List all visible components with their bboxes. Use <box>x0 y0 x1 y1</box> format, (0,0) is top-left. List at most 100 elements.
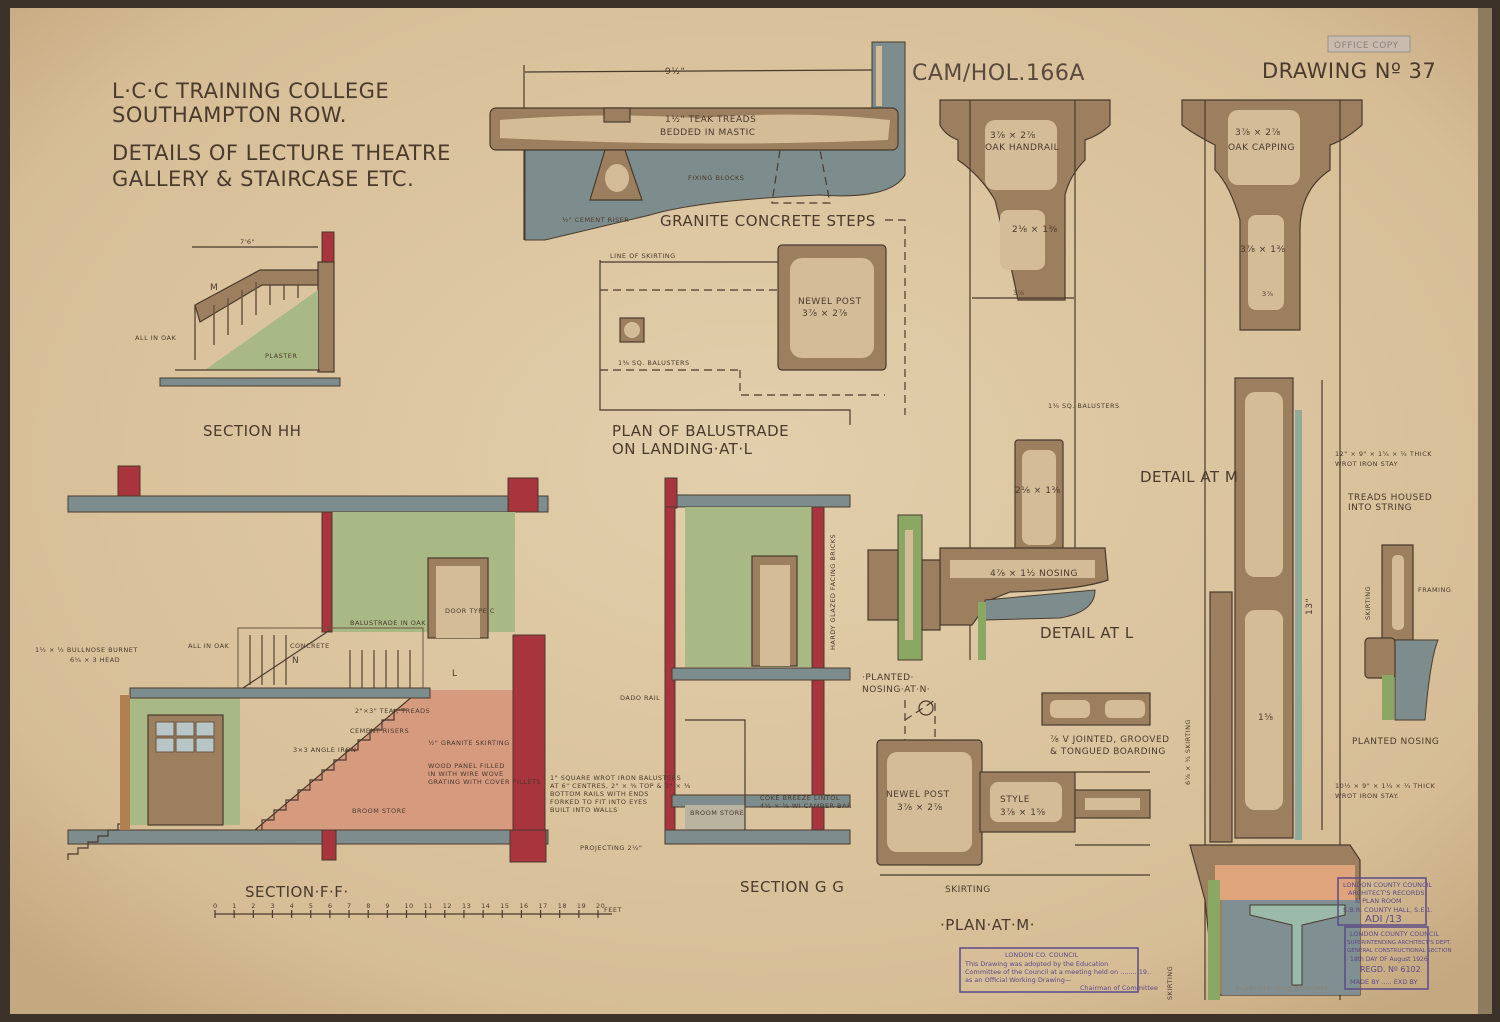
svg-text:3⅞: 3⅞ <box>1013 289 1025 297</box>
signature-caption: Superintending Architect <box>1235 984 1328 992</box>
svg-text:NEWEL POST: NEWEL POST <box>798 297 862 307</box>
svg-text:2⅛ × 1⅜: 2⅛ × 1⅜ <box>1012 225 1058 235</box>
svg-text:OAK HANDRAIL: OAK HANDRAIL <box>985 143 1059 153</box>
svg-text:3⅞ × 2⅞: 3⅞ × 2⅞ <box>990 131 1036 141</box>
svg-text:PROJECTING 2¼": PROJECTING 2¼" <box>580 844 642 852</box>
svg-text:& TONGUED BOARDING: & TONGUED BOARDING <box>1050 747 1166 757</box>
svg-text:Committee of the Council at a: Committee of the Council at a meeting he… <box>965 968 1151 976</box>
svg-text:1½ × ½ BULLNOSE BURNET: 1½ × ½ BULLNOSE BURNET <box>35 646 138 654</box>
svg-text:PLASTER: PLASTER <box>265 352 297 360</box>
scale-tick-label: 0 <box>213 902 218 910</box>
section-gg: DADO RAIL COKE BREEZE LINTOL 4½ × ½ WI C… <box>550 477 851 896</box>
svg-text:CONCRETE: CONCRETE <box>290 642 330 650</box>
svg-text:SUPERINTENDING ARCHITECT'S DEP: SUPERINTENDING ARCHITECT'S DEPT. <box>1347 940 1451 946</box>
svg-text:MADE BY ..... EXD BY: MADE BY ..... EXD BY <box>1350 978 1418 986</box>
scale-tick-label: 4 <box>290 902 295 910</box>
svg-text:BALUSTRADE IN OAK: BALUSTRADE IN OAK <box>350 619 426 627</box>
scale-tick-label: 14 <box>481 902 490 910</box>
svg-text:HARDY GLAZED FACING BRICKS: HARDY GLAZED FACING BRICKS <box>829 534 837 650</box>
svg-text:3×3 ANGLE IRON: 3×3 ANGLE IRON <box>293 746 356 754</box>
svg-text:6⅞ × ¾ SKIRTING: 6⅞ × ¾ SKIRTING <box>1184 719 1192 785</box>
steps-title: GRANITE CONCRETE STEPS <box>660 212 876 230</box>
svg-text:INTO STRING: INTO STRING <box>1348 503 1412 513</box>
svg-text:·PLANTED·: ·PLANTED· <box>862 673 914 683</box>
svg-text:OFFICE COPY: OFFICE COPY <box>1334 41 1399 51</box>
svg-text:ADI /13: ADI /13 <box>1365 914 1402 925</box>
svg-text:1⅜ SQ. BALUSTERS: 1⅜ SQ. BALUSTERS <box>618 359 690 367</box>
superintending-architect-stamp: LONDON COUNTY COUNCIL SUPERINTENDING ARC… <box>1344 926 1452 990</box>
scale-tick-label: 7 <box>347 902 352 910</box>
balustrade-title: PLAN OF BALUSTRADE <box>612 422 789 440</box>
svg-text:FEET: FEET <box>604 906 622 914</box>
svg-text:FIXING BLOCKS: FIXING BLOCKS <box>688 174 744 182</box>
scale-tick-label: 15 <box>500 902 509 910</box>
svg-text:LONDON COUNTY COUNCIL: LONDON COUNTY COUNCIL <box>1350 930 1439 938</box>
title-line-1: L·C·C TRAINING COLLEGE <box>112 79 389 103</box>
svg-text:OAK CAPPING: OAK CAPPING <box>1228 143 1295 153</box>
svg-text:BEDDED IN MASTIC: BEDDED IN MASTIC <box>660 128 756 138</box>
detail-m-title: DETAIL AT M <box>1140 468 1238 486</box>
svg-text:WOOD PANEL FILLED: WOOD PANEL FILLED <box>428 762 505 770</box>
svg-text:6¼ × 3 HEAD: 6¼ × 3 HEAD <box>70 656 120 664</box>
svg-text:½" CEMENT RISER: ½" CEMENT RISER <box>562 216 629 224</box>
svg-text:CEMENT RISERS: CEMENT RISERS <box>350 727 409 735</box>
scale-tick-label: 20 <box>596 902 605 910</box>
plan-at-m: ⅞ V JOINTED, GROOVED & TONGUED BOARDING … <box>876 692 1169 934</box>
svg-text:SKIRTING: SKIRTING <box>1364 586 1372 620</box>
svg-text:3⅞ × 2⅞: 3⅞ × 2⅞ <box>802 309 848 319</box>
svg-text:3⅞ × 1⅝: 3⅞ × 1⅝ <box>1000 808 1046 818</box>
svg-text:7'6": 7'6" <box>240 238 255 246</box>
section-ff-title: SECTION·F·F· <box>245 883 349 901</box>
office-copy-stamp: OFFICE COPY <box>1327 35 1411 53</box>
svg-text:& PLAN ROOM: & PLAN ROOM <box>1355 897 1402 905</box>
svg-text:NOSING·AT·N·: NOSING·AT·N· <box>862 685 930 695</box>
scale-tick-label: 8 <box>366 902 371 910</box>
scale-tick-label: 19 <box>577 902 586 910</box>
svg-text:WROT IRON STAY.: WROT IRON STAY. <box>1335 792 1399 800</box>
svg-text:NEWEL POST: NEWEL POST <box>886 790 950 800</box>
svg-text:ALL IN OAK: ALL IN OAK <box>135 334 177 342</box>
svg-text:M: M <box>210 283 218 293</box>
scale-tick-label: 11 <box>424 902 433 910</box>
scale-tick-label: 16 <box>519 902 528 910</box>
svg-text:N: N <box>292 656 299 666</box>
svg-text:STYLE: STYLE <box>1000 795 1030 805</box>
svg-text:ARCHITECT'S RECORDS: ARCHITECT'S RECORDS <box>1348 889 1424 897</box>
svg-text:COKE BREEZE LINTOL: COKE BREEZE LINTOL <box>760 794 840 802</box>
scale-tick-label: 10 <box>405 902 414 910</box>
scale-tick-label: 9 <box>385 902 390 910</box>
svg-text:GENERAL CONSTRUCTIONAL SECTION: GENERAL CONSTRUCTIONAL SECTION <box>1347 948 1452 954</box>
section-hh-title: SECTION HH <box>203 422 301 440</box>
detail-at-l: 3⅞ × 2⅞ OAK HANDRAIL 2⅛ × 1⅜ 3⅞ 1⅜ SQ. B… <box>939 99 1133 660</box>
granite-concrete-steps-detail: 9½" 1½" TEAK TREADS BEDDED IN MASTIC FIX… <box>489 41 906 241</box>
detail-at-m: 3⅞ × 2⅞ OAK CAPPING 3⅞ × 1⅜ 3⅞ DETAIL AT… <box>1140 99 1435 1000</box>
svg-text:L: L <box>452 669 458 679</box>
svg-text:REGD. Nº 6102: REGD. Nº 6102 <box>1360 965 1421 974</box>
svg-text:as an Official Working Drawing: as an Official Working Drawing— <box>965 976 1072 984</box>
svg-text:3⅞ × 2⅞: 3⅞ × 2⅞ <box>897 803 943 813</box>
svg-text:DADO RAIL: DADO RAIL <box>620 694 660 702</box>
svg-text:IN WITH WIRE WOVE: IN WITH WIRE WOVE <box>428 770 504 778</box>
committee-stamp: LONDON CO. COUNCIL This Drawing was adop… <box>959 947 1158 993</box>
svg-text:BUILT INTO WALLS: BUILT INTO WALLS <box>550 806 618 814</box>
plan-of-balustrade: LINE OF SKIRTING NEWEL POST 3⅞ × 2⅞ 1⅜ S… <box>599 219 906 458</box>
svg-text:GRATING WITH COVER FILLETS: GRATING WITH COVER FILLETS <box>428 778 541 786</box>
plan-at-m-title: ·PLAN·AT·M· <box>940 916 1035 934</box>
svg-text:Chairman of Committee: Chairman of Committee <box>1080 984 1158 992</box>
svg-text:ALL IN OAK: ALL IN OAK <box>188 642 230 650</box>
svg-text:1½" TEAK TREADS: 1½" TEAK TREADS <box>665 115 756 125</box>
svg-text:SKIRTING: SKIRTING <box>1166 966 1174 1000</box>
svg-text:BROOM STORE: BROOM STORE <box>690 809 744 817</box>
title-line-4: GALLERY & STAIRCASE ETC. <box>112 167 414 191</box>
paper-edge <box>1478 8 1492 1014</box>
svg-text:LONDON COUNTY COUNCIL: LONDON COUNTY COUNCIL <box>1343 881 1432 889</box>
svg-text:S.B.R. COUNTY HALL, S.E.1.: S.B.R. COUNTY HALL, S.E.1. <box>1343 906 1433 914</box>
scale-tick-label: 1 <box>232 902 237 910</box>
svg-text:WROT IRON STAY: WROT IRON STAY <box>1335 460 1398 468</box>
svg-text:1⅜ SQ. BALUSTERS: 1⅜ SQ. BALUSTERS <box>1048 402 1120 410</box>
planted-nosing-title: PLANTED NOSING <box>1352 737 1439 747</box>
svg-text:1⅝: 1⅝ <box>1258 713 1273 723</box>
planted-nosing-at-n: ·PLANTED· NOSING·AT·N· <box>862 514 941 695</box>
